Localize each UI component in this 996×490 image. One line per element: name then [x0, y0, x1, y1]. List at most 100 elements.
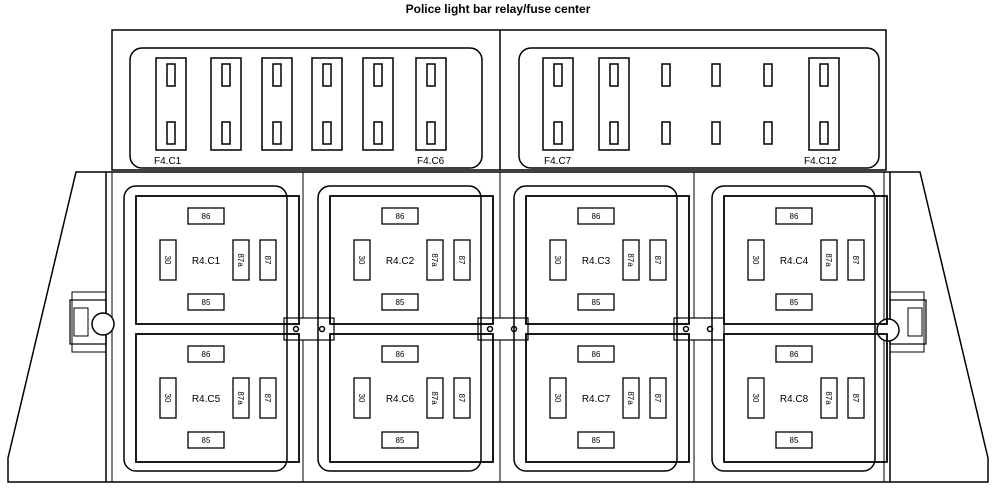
terminal-86-label: 86 — [592, 212, 601, 221]
fuse-bottom-terminal — [426, 121, 436, 145]
relay-body — [329, 195, 494, 325]
terminal-85-label: 85 — [396, 436, 405, 445]
terminal-85-label: 85 — [790, 436, 799, 445]
right-wing — [890, 171, 989, 483]
terminal-30-label: 30 — [357, 394, 366, 403]
fuse-body — [542, 57, 574, 151]
fuse-body — [415, 57, 447, 151]
terminal-87-box — [649, 377, 667, 419]
fuse-bottom-terminal — [166, 121, 176, 145]
fuse-body — [362, 57, 394, 151]
terminal-86-box — [577, 207, 615, 225]
relay-body — [525, 195, 690, 325]
fuse-bottom-terminal — [272, 121, 282, 145]
bus-bar-2 — [477, 317, 529, 341]
terminal-85-label: 85 — [202, 436, 211, 445]
terminal-85-box — [187, 431, 225, 449]
terminal-87a-box — [232, 239, 250, 281]
terminal-86-label: 86 — [396, 212, 405, 221]
fuse-blocks: F4.C1 F4.C6 F4.C7 F4.C12 — [129, 47, 880, 169]
fuse-bottom-terminal — [373, 121, 383, 145]
relay-socket-2 — [317, 185, 482, 472]
terminal-87-box — [649, 239, 667, 281]
terminal-30-box — [549, 239, 567, 281]
fuse-housing — [111, 29, 887, 171]
fuse-top-terminal — [166, 63, 176, 87]
fuse-slot-4 — [311, 57, 343, 151]
fuse-top-terminal — [609, 63, 619, 87]
terminal-87a-label: 87a — [626, 391, 635, 405]
terminal-85-box — [775, 431, 813, 449]
terminal-30-box — [353, 239, 371, 281]
fuse-slot-8 — [598, 57, 630, 151]
fuse-body — [155, 57, 187, 151]
relay-label: R4.C1 — [192, 256, 221, 267]
fuse-body — [210, 57, 242, 151]
terminal-30-label: 30 — [163, 394, 172, 403]
terminal-85-label: 85 — [790, 298, 799, 307]
fuse-body — [808, 57, 840, 151]
terminal-87-label: 87 — [263, 394, 272, 403]
terminal-87a-label: 87a — [430, 253, 439, 267]
diagram-title: Police light bar relay/fuse center — [405, 2, 591, 16]
bus-bar-1 — [283, 317, 335, 341]
fuse-top-terminal — [221, 63, 231, 87]
terminal-85-box — [577, 293, 615, 311]
terminal-87-label: 87 — [851, 256, 860, 265]
fuse-top-terminal — [661, 63, 671, 87]
terminal-87a-label: 87a — [626, 253, 635, 267]
relay-socket-4 — [711, 185, 876, 472]
fuse-bottom-terminal — [553, 121, 563, 145]
left-mount-bolt — [91, 312, 115, 336]
fuse-block-left-first-label: F4.C1 — [154, 156, 182, 167]
fuse-top-terminal — [711, 63, 721, 87]
terminal-87-label: 87 — [457, 394, 466, 403]
fuse-block-left — [129, 47, 483, 169]
fuse-slot-11 — [763, 63, 773, 145]
fuse-slot-3 — [261, 57, 293, 151]
terminal-85-label: 85 — [202, 298, 211, 307]
terminal-87-label: 87 — [263, 256, 272, 265]
terminal-30-label: 30 — [751, 394, 760, 403]
fuse-bottom-terminal — [819, 121, 829, 145]
bus-bar-3-hole-a — [682, 325, 690, 333]
terminal-86-box — [577, 345, 615, 363]
terminal-87-label: 87 — [457, 256, 466, 265]
terminal-87a-label: 87a — [236, 253, 245, 267]
terminal-85-label: 85 — [592, 436, 601, 445]
terminal-30-label: 30 — [751, 256, 760, 265]
fuse-block-right-last-label: F4.C12 — [804, 156, 837, 167]
left-mount-slot — [73, 307, 89, 337]
terminal-87a-box — [820, 377, 838, 419]
terminal-85-box — [381, 431, 419, 449]
relay-label: R4.C5 — [192, 394, 221, 405]
fuse-top-terminal — [426, 63, 436, 87]
fuse-slots — [155, 57, 840, 151]
terminal-86-box — [381, 207, 419, 225]
terminal-87a-label: 87a — [824, 391, 833, 405]
terminal-87-box — [259, 239, 277, 281]
fuse-slot-9 — [661, 63, 671, 145]
fuse-slot-5 — [362, 57, 394, 151]
fuse-slot-1 — [155, 57, 187, 151]
relay-socket-1 — [123, 185, 288, 472]
housing — [7, 29, 989, 483]
bus-bar-1-hole-b — [318, 325, 326, 333]
bus-bar-3 — [673, 317, 725, 341]
terminal-86-box — [187, 345, 225, 363]
relay-label: R4.C2 — [386, 256, 415, 267]
right-mount-slot — [907, 307, 923, 337]
terminal-86-label: 86 — [790, 350, 799, 359]
terminal-87-box — [847, 377, 865, 419]
terminal-86-label: 86 — [592, 350, 601, 359]
fuse-slot-2 — [210, 57, 242, 151]
terminal-87a-box — [232, 377, 250, 419]
terminal-86-label: 86 — [396, 350, 405, 359]
fuse-top-terminal — [322, 63, 332, 87]
terminal-30-box — [747, 239, 765, 281]
